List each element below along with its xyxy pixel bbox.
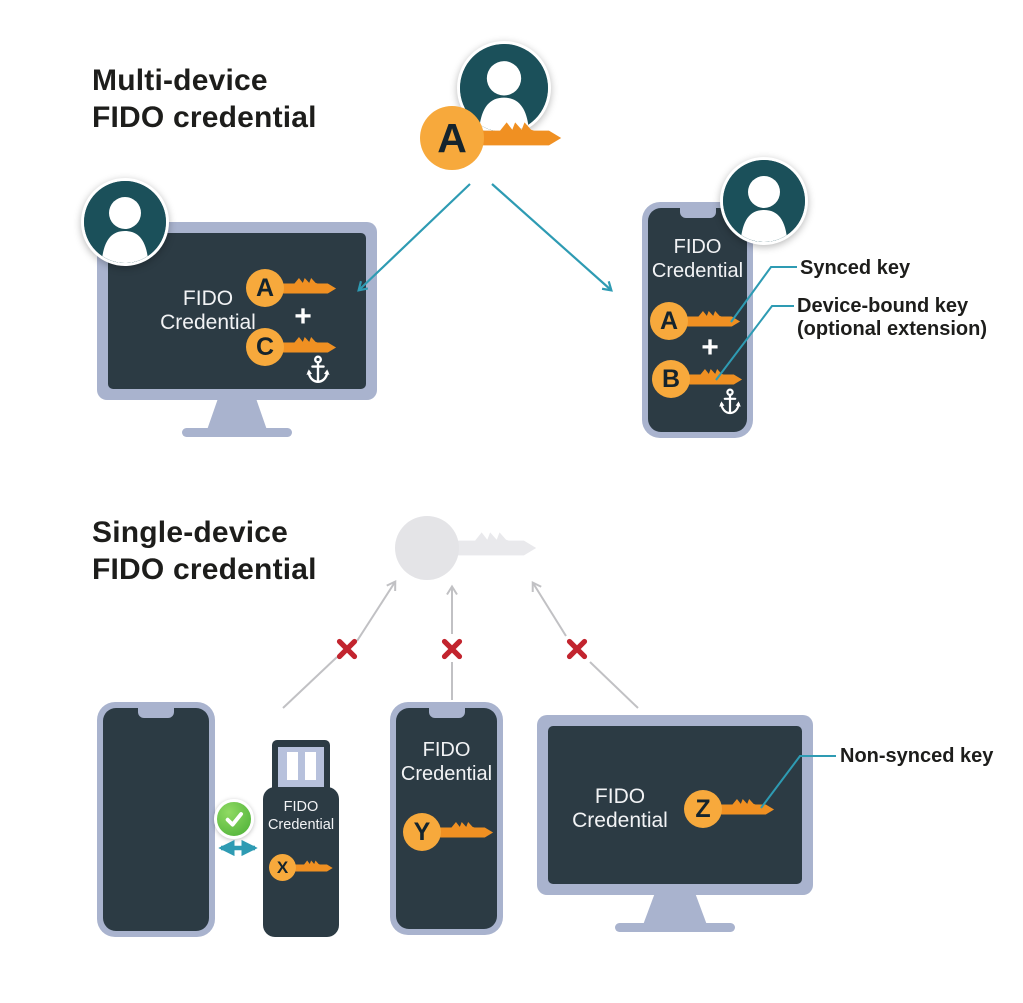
- cross-icon: [336, 638, 358, 660]
- blocked-arrow-left-lower: [282, 656, 338, 709]
- key-shaft: [715, 798, 775, 814]
- key-head: A: [246, 269, 284, 307]
- desktop-monitor-single: FIDO Credential Z: [537, 715, 813, 932]
- phone-notch: [138, 708, 174, 718]
- multi-device-title-line2: FIDO credential: [92, 101, 317, 134]
- usb-connector-inner: [278, 747, 324, 792]
- usb-security-key: FIDO Credential X: [263, 787, 339, 937]
- fido-credential-label: FIDO Credential: [160, 287, 256, 334]
- key-letter: Z: [695, 794, 711, 823]
- person-silhouette-icon: [84, 181, 166, 263]
- key-letter: C: [255, 332, 275, 361]
- multi-device-title: Multi-device FIDO credential: [92, 62, 317, 136]
- key-shaft: [292, 860, 333, 872]
- key-head: B: [652, 360, 690, 398]
- key-shaft: [450, 532, 537, 556]
- single-device-title-line2: FIDO credential: [92, 553, 317, 586]
- key-head: X: [269, 854, 296, 881]
- phone-notch: [679, 208, 716, 218]
- blocked-arrow-left-upper: [356, 579, 397, 642]
- key-head: A: [650, 302, 688, 340]
- key-head: Z: [684, 790, 722, 828]
- monitor-stand-neck: [207, 399, 267, 430]
- single-device-title-line1: Single-device: [92, 516, 289, 549]
- usb-slot: [286, 752, 298, 780]
- phone-notch: [428, 708, 465, 718]
- key-head: [395, 516, 459, 580]
- fido-credential-label: FIDO Credential: [651, 236, 744, 282]
- anchor-icon: [306, 355, 330, 383]
- key-letter: A: [255, 273, 275, 302]
- monitor-stand-base: [615, 923, 735, 932]
- cross-icon: [566, 638, 588, 660]
- key-letter: A: [659, 306, 679, 335]
- usb-slot: [304, 752, 316, 780]
- smartphone-single: FIDO Credential Y: [390, 702, 503, 935]
- monitor-screen: FIDO Credential Z: [548, 726, 802, 884]
- monitor-screen: FIDO Credential A + C: [108, 233, 366, 389]
- key-letter: B: [661, 364, 681, 393]
- plus-sign: +: [701, 331, 719, 364]
- key-letter: X: [276, 857, 289, 877]
- blocked-arrow-right-upper: [531, 580, 567, 637]
- monitor-stand-neck: [643, 894, 707, 925]
- multi-device-title-line1: Multi-device: [92, 64, 268, 97]
- usb-connector: [272, 740, 330, 792]
- user-avatar-icon: [81, 178, 169, 266]
- checkmark-icon: [225, 812, 243, 827]
- blocked-sync-arrows: [282, 579, 639, 709]
- fido-credential-label: FIDO Credential: [267, 799, 335, 833]
- plus-sign: +: [294, 300, 312, 333]
- fido-credential-label: FIDO Credential: [400, 739, 493, 785]
- monitor-stand-base: [182, 428, 292, 437]
- blocked-cross-icons: [336, 638, 588, 660]
- key-shaft: [475, 122, 562, 146]
- key-letter: Y: [413, 817, 431, 846]
- key-head: C: [246, 328, 284, 366]
- user-avatar-icon: [720, 157, 808, 245]
- fido-credential-label: FIDO Credential: [572, 785, 668, 832]
- key-shaft: [277, 336, 337, 352]
- success-check-icon: [214, 799, 254, 839]
- phone-screen: [103, 708, 209, 931]
- key-letter: A: [437, 114, 467, 161]
- key-head: Y: [403, 813, 441, 851]
- anchor-icon: [719, 388, 741, 415]
- smartphone-multi: FIDO Credential A + B: [642, 202, 753, 438]
- person-silhouette-icon: [723, 160, 805, 242]
- key-shaft: [434, 821, 494, 837]
- key-head: A: [420, 106, 484, 170]
- non-synced-key-label: Non-synced key: [840, 745, 994, 767]
- cross-icon: [441, 638, 463, 660]
- blocked-arrow-right-lower: [589, 661, 639, 709]
- device-bound-key-label: Device-bound key (optional extension): [797, 295, 987, 340]
- sync-arrow-to-phone: [491, 183, 613, 292]
- synced-key-label: Synced key: [800, 257, 911, 279]
- key-shaft: [277, 277, 337, 293]
- single-device-title: Single-device FIDO credential: [92, 514, 317, 588]
- smartphone-empty: [97, 702, 215, 937]
- person-silhouette-icon: [460, 44, 548, 132]
